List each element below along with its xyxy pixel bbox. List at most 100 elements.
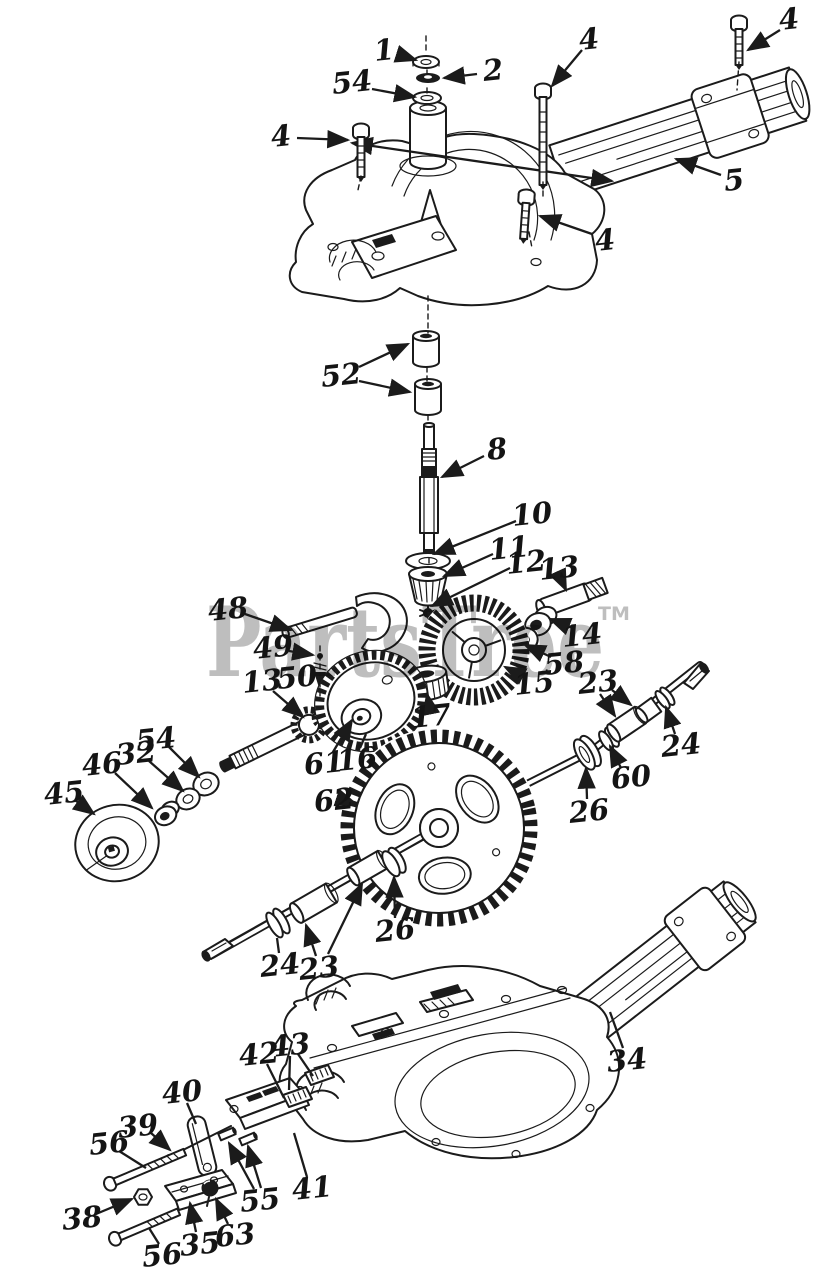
spacer-23-left: [288, 882, 339, 924]
callout-45: 45: [42, 774, 96, 816]
callout-55: 55: [227, 1140, 282, 1219]
callout-label-23: 23: [296, 949, 341, 987]
washer-2: [416, 73, 440, 83]
watermark-tm: TM: [598, 603, 630, 625]
callout-label-1: 1: [372, 32, 396, 68]
upper-axle-tube: [548, 66, 811, 200]
callout-label-4: 4: [777, 1, 801, 37]
callout-62: 62: [312, 781, 359, 819]
callout-43: 43: [268, 1026, 314, 1091]
callout-13: 13: [240, 662, 305, 719]
callout-label-4: 4: [593, 222, 617, 258]
callout-label-12: 12: [504, 543, 548, 581]
callout-label-42: 42: [237, 1035, 281, 1073]
callout-4: 4: [746, 1, 801, 52]
callout-24: 24: [257, 937, 302, 984]
callout-63: 63: [213, 1196, 257, 1254]
callout-13: 13: [537, 549, 581, 593]
callout-12: 12: [429, 543, 548, 608]
bolt-holes-indicator-arrow: [349, 136, 615, 188]
pin-55-b: [238, 1131, 258, 1147]
callout-label-4: 4: [577, 21, 601, 57]
shift-rod-48: [281, 606, 358, 639]
spacer-small-right: [634, 696, 663, 724]
callout-label-58: 58: [542, 644, 586, 682]
callout-label-50: 50: [275, 658, 319, 696]
callout-label-56: 56: [140, 1236, 184, 1274]
callout-label-13: 13: [240, 662, 284, 700]
pin-55-a: [217, 1126, 237, 1142]
callout-1: 1: [372, 32, 419, 68]
callout-label-56: 56: [87, 1124, 131, 1162]
callout-54: 54: [330, 63, 418, 103]
callout-24: 24: [658, 704, 703, 764]
callout-label-34: 34: [605, 1041, 649, 1079]
callout-label-43: 43: [268, 1026, 312, 1064]
callout-label-2: 2: [480, 52, 505, 88]
callout-label-23: 23: [575, 663, 620, 701]
bolt-56-upper: [102, 1147, 188, 1192]
lower-housing: [278, 965, 621, 1160]
callout-label-60: 60: [609, 758, 653, 796]
callout-23: 23: [296, 881, 364, 987]
callout-16: 16: [335, 733, 379, 778]
callouts: 1254444545281011121314581548495013166117…: [42, 1, 801, 1274]
bolt-56-lower: [107, 1207, 182, 1247]
callout-label-11: 11: [487, 529, 531, 567]
knob-63: [201, 1179, 219, 1207]
callout-label-45: 45: [42, 774, 86, 812]
callout-61: 61: [302, 718, 354, 782]
callout-label-54: 54: [134, 720, 178, 758]
pulley-45: [74, 803, 160, 883]
detent-block-43: [304, 1064, 335, 1086]
callout-label-48: 48: [206, 590, 250, 628]
callout-39: 39: [116, 1107, 172, 1152]
callout-38: 38: [60, 1197, 135, 1237]
brake-shaft-8: [419, 422, 439, 556]
upper-housing: [288, 100, 606, 307]
callout-49: 49: [251, 628, 316, 666]
callout-42: 42: [237, 1035, 286, 1099]
callout-26: 26: [566, 765, 611, 830]
callout-label-35: 35: [178, 1225, 222, 1263]
callout-56: 56: [87, 1124, 147, 1169]
callout-label-55: 55: [238, 1181, 282, 1219]
callout-60: 60: [608, 743, 653, 796]
assembly-centerlines: [319, 35, 740, 701]
callout-8: 8: [439, 431, 509, 479]
callout-label-32: 32: [114, 734, 158, 772]
callout-label-39: 39: [116, 1107, 160, 1145]
callout-34: 34: [605, 1011, 649, 1079]
callout-label-26: 26: [566, 792, 611, 830]
detent-block-42: [282, 1086, 313, 1108]
callout-4: 4: [550, 21, 601, 88]
washer-26-right: [572, 734, 602, 771]
callout-26: 26: [372, 874, 417, 949]
callout-label-16: 16: [335, 740, 379, 778]
callout-50: 50: [275, 658, 319, 696]
nut-1: [412, 55, 440, 69]
ring-24-right: [654, 686, 676, 710]
callout-label-26: 26: [372, 911, 417, 949]
watermark: PartsTree TM: [206, 586, 630, 699]
callout-17: 17: [409, 691, 453, 735]
callout-label-13: 13: [537, 549, 581, 587]
washer-54-top: [412, 91, 442, 105]
callout-label-40: 40: [160, 1073, 204, 1111]
callout-4: 4: [537, 214, 617, 258]
watermark-text: PartsTree: [206, 586, 604, 699]
callout-label-61: 61: [302, 744, 346, 782]
callout-label-4: 4: [269, 118, 293, 154]
shift-lever-40: [186, 1115, 218, 1177]
bushing-52-a: [412, 330, 440, 368]
callout-label-24: 24: [658, 726, 703, 764]
callout-label-10: 10: [510, 495, 554, 533]
bolt-4-side: [517, 188, 536, 244]
callout-14: 14: [547, 616, 604, 654]
callout-56: 56: [140, 1227, 184, 1274]
callout-label-52: 52: [319, 356, 363, 394]
callout-label-46: 46: [80, 745, 124, 783]
callout-52: 52: [319, 342, 413, 397]
